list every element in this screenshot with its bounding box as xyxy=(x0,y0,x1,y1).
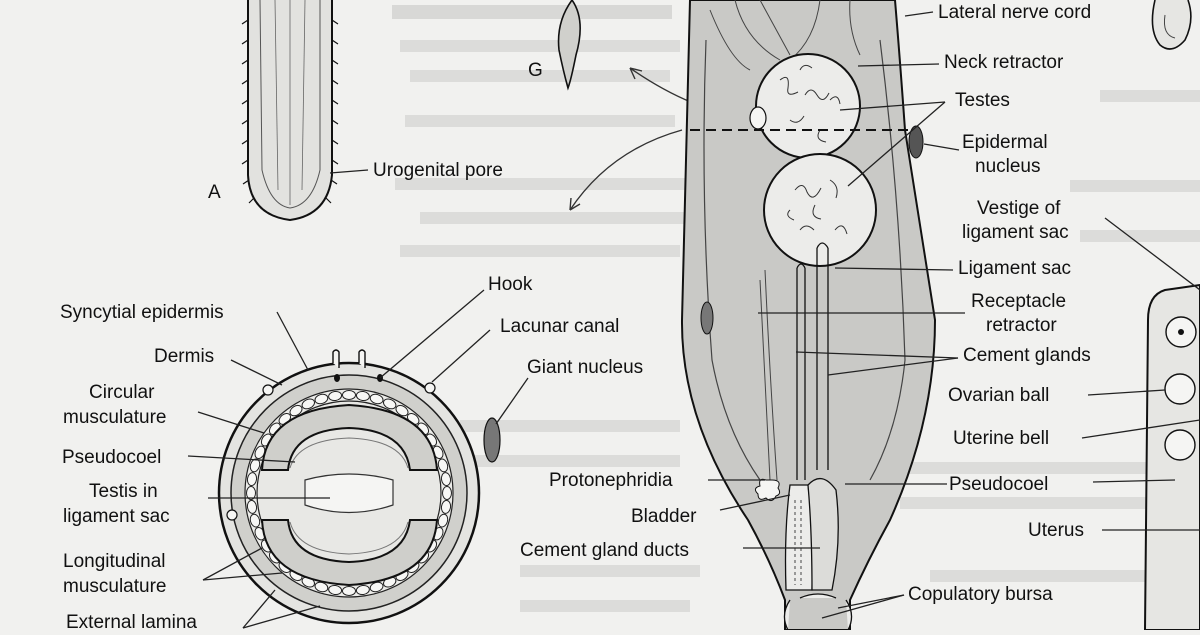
label-urogenital-pore: Urogenital pore xyxy=(373,160,503,181)
longitudinal-muscle-cells xyxy=(246,390,452,596)
label-circular-musculature-line1: Circular xyxy=(89,382,155,403)
label-bladder: Bladder xyxy=(631,506,697,527)
right-hooks xyxy=(325,19,339,204)
label-external-lamina: External lamina xyxy=(66,612,197,630)
label-ovarian-ball: Ovarian ball xyxy=(948,385,1049,406)
label-epidermal-nucleus-line1: Epidermal xyxy=(962,132,1048,153)
center-leaders xyxy=(708,11,965,619)
testis-in-ligament-sac xyxy=(304,473,394,514)
ovarian-ball-shape xyxy=(1164,373,1196,405)
label-uterus: Uterus xyxy=(1028,520,1084,541)
muscle-cell xyxy=(246,486,256,500)
muscle-cell xyxy=(249,458,261,473)
label-pseudocoel-right: Pseudocoel xyxy=(949,474,1048,495)
left-hooks xyxy=(241,19,255,204)
muscle-cell xyxy=(328,390,343,402)
label-hook: Hook xyxy=(488,274,533,295)
muscle-cell xyxy=(437,458,449,473)
muscle-cell xyxy=(440,499,452,514)
muscle-cell xyxy=(328,584,343,596)
label-giant-nucleus: Giant nucleus xyxy=(527,357,643,378)
posterior-testis xyxy=(763,153,877,267)
label-neck-retractor: Neck retractor xyxy=(944,52,1064,73)
label-pseudocoel-left: Pseudocoel xyxy=(62,447,161,468)
female-worm-partial xyxy=(1143,0,1200,631)
muscle-cell xyxy=(369,393,384,405)
muscle-cell xyxy=(246,499,258,514)
giant-nucleus xyxy=(483,417,501,463)
muscle-cell xyxy=(342,586,356,596)
label-longitudinal-musculature-line1: Longitudinal xyxy=(63,551,165,572)
muscle-cell xyxy=(442,486,452,500)
protonephridia-shape xyxy=(754,478,781,502)
label-testis-in-line2: ligament sac xyxy=(63,506,170,527)
cross-section-leaders xyxy=(187,289,529,629)
right-leaders xyxy=(1081,217,1200,531)
muscle-cell xyxy=(342,390,356,400)
muscle-cell xyxy=(440,472,452,487)
figure-letter-a: A xyxy=(208,182,221,203)
muscle-cell xyxy=(246,472,258,487)
figure-a-proboscis xyxy=(241,0,369,222)
label-vestige-line1: Vestige of xyxy=(977,198,1061,219)
muscle-cell xyxy=(355,584,370,596)
upper-pseudocoel xyxy=(260,403,439,471)
muscle-cell xyxy=(355,390,370,402)
label-receptacle-retractor-line1: Receptacle xyxy=(971,291,1066,312)
label-cement-gland-ducts: Cement gland ducts xyxy=(520,540,689,561)
label-circular-musculature-line2: musculature xyxy=(63,407,167,428)
label-epidermal-nucleus-line2: nucleus xyxy=(975,156,1041,177)
anterior-testis xyxy=(755,53,861,159)
label-dermis: Dermis xyxy=(154,346,214,367)
bladder-sac xyxy=(807,478,839,591)
cross-section xyxy=(217,349,501,625)
label-receptacle-retractor-line2: retractor xyxy=(986,315,1057,336)
label-uterine-bell: Uterine bell xyxy=(953,428,1049,449)
label-lacunar-canal: Lacunar canal xyxy=(500,316,619,337)
hook-right xyxy=(358,349,366,368)
label-testis-in-line1: Testis in xyxy=(89,481,158,502)
epidermal-nucleus xyxy=(908,125,924,159)
label-longitudinal-musculature-line2: musculature xyxy=(63,576,167,597)
label-protonephridia: Protonephridia xyxy=(549,470,673,491)
label-testes: Testes xyxy=(955,90,1010,111)
muscle-cell xyxy=(395,404,409,417)
label-vestige-line2: ligament sac xyxy=(962,222,1069,243)
hook-left xyxy=(332,349,340,368)
muscle-cell xyxy=(301,398,316,410)
muscle-cell xyxy=(289,404,303,417)
label-ligament-sac: Ligament sac xyxy=(958,258,1071,279)
label-cement-glands: Cement glands xyxy=(963,345,1091,366)
figure-letter-g: G xyxy=(528,60,543,81)
muscle-cell xyxy=(314,393,329,405)
figure-g-sperm xyxy=(557,0,581,91)
muscle-cell xyxy=(437,513,449,528)
lower-pseudocoel xyxy=(260,519,439,587)
label-copulatory-bursa: Copulatory bursa xyxy=(908,584,1053,605)
muscle-cell xyxy=(382,398,397,410)
muscle-cell xyxy=(249,513,261,528)
male-worm-body xyxy=(680,0,937,631)
label-lateral-nerve-cord: Lateral nerve cord xyxy=(938,2,1091,23)
label-syncytial-epidermis: Syncytial epidermis xyxy=(60,302,224,323)
